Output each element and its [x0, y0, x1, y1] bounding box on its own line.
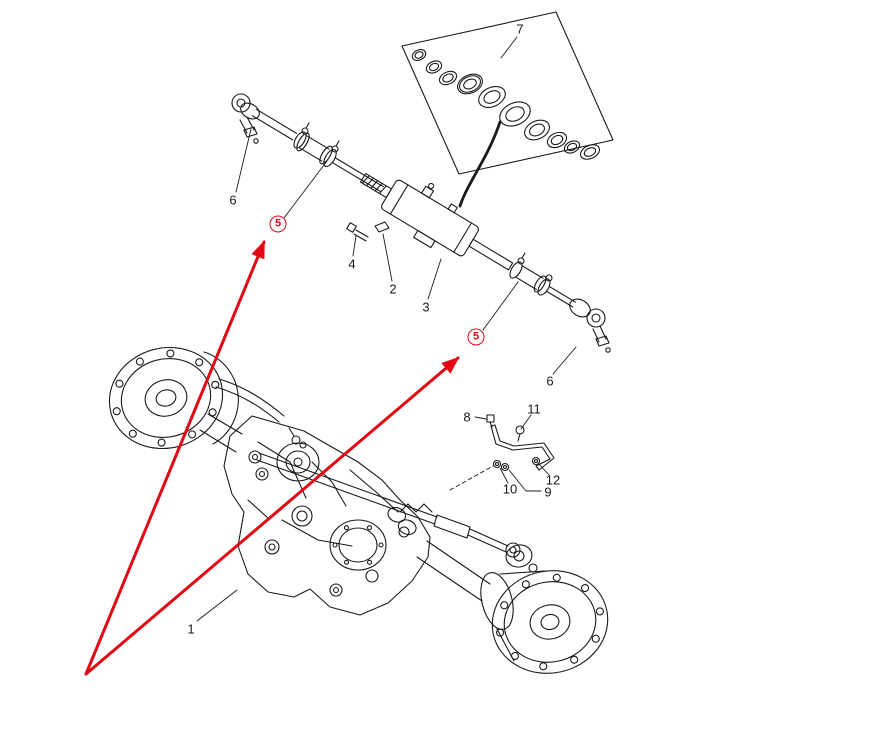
steering-cylinder	[360, 172, 514, 271]
tie-rod-end-right	[569, 298, 611, 353]
track-rod	[248, 450, 521, 558]
callout-9: 9	[544, 484, 552, 500]
seal-kit-curve	[458, 120, 502, 208]
callout-2: 2	[389, 281, 397, 297]
callout-6-right: 6	[546, 373, 554, 389]
callout-12: 12	[545, 472, 561, 488]
tie-rod-end-left	[231, 93, 298, 144]
bolt-part-4	[346, 222, 369, 242]
callout-10: 10	[502, 481, 518, 497]
red-arrow-left	[84, 240, 266, 676]
callout-5-right-badge: 5	[467, 328, 485, 346]
left-wheel-hub	[108, 346, 285, 453]
clamp-adjuster-left	[293, 122, 384, 193]
callout-5-left-badge: 5	[269, 215, 287, 233]
callout-7: 7	[516, 21, 524, 37]
seal-kit-outline	[401, 11, 614, 175]
red-arrow-right	[84, 356, 460, 676]
leader-lines	[196, 36, 577, 622]
callout-3: 3	[422, 299, 430, 315]
callout-1: 1	[187, 621, 195, 637]
callout-6-left: 6	[229, 192, 237, 208]
seal-rings	[411, 49, 601, 160]
callout-8: 8	[463, 409, 471, 425]
right-wheel-hub	[480, 544, 609, 674]
clip-part-2	[374, 221, 390, 233]
bracket-parts-8-12	[449, 414, 555, 491]
callout-4: 4	[348, 256, 356, 272]
clamp-adjuster-right	[509, 252, 576, 308]
front-axle-housing	[223, 415, 491, 616]
callout-11: 11	[527, 401, 541, 417]
